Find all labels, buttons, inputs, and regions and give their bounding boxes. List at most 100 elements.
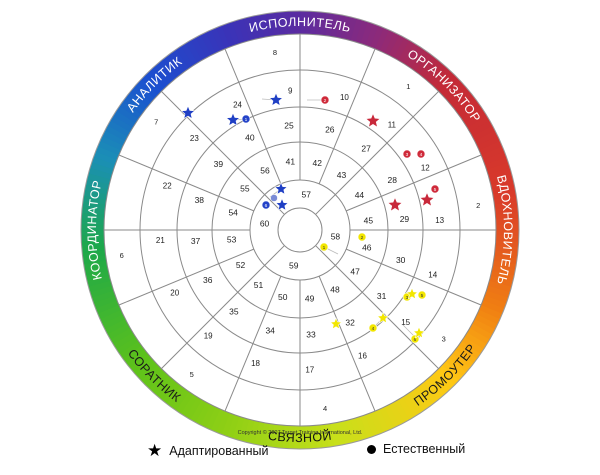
legend-natural: Естественный: [367, 442, 465, 456]
cell-number: 36: [203, 275, 213, 285]
cell-number: 43: [337, 170, 347, 180]
cell-number: 40: [245, 133, 255, 143]
cell-number: 32: [345, 317, 355, 327]
svg-text:3: 3: [406, 152, 409, 158]
cell-number: 55: [240, 183, 250, 193]
cell-number: 4: [323, 404, 327, 413]
cell-number: 14: [428, 270, 437, 279]
cell-number: 7: [154, 118, 158, 127]
cell-number: 20: [170, 288, 179, 297]
cell-number: 24: [233, 101, 242, 110]
adapted-star-marker: [274, 181, 288, 195]
cell-number: 49: [305, 293, 315, 303]
cell-number: 51: [254, 280, 264, 290]
svg-text:6: 6: [265, 203, 268, 209]
cell-number: 6: [120, 251, 124, 260]
cell-number: 23: [190, 134, 199, 143]
adapted-star-marker: [405, 287, 419, 300]
cell-number: 11: [388, 120, 397, 129]
cell-number: 47: [350, 267, 360, 277]
cell-number: 50: [278, 292, 288, 302]
cell-number: 35: [229, 307, 239, 317]
cell-number: 29: [400, 214, 410, 224]
cell-number: 48: [330, 284, 340, 294]
cell-number: 57: [302, 190, 312, 200]
dot-icon: [367, 444, 376, 454]
natural-dot-marker: 4: [368, 323, 378, 333]
cell-number: 52: [236, 260, 246, 270]
cell-number: 31: [377, 291, 387, 301]
cell-number: 9: [288, 86, 293, 95]
cell-number: 41: [286, 157, 296, 167]
svg-text:3: 3: [406, 295, 409, 301]
svg-text:1: 1: [323, 245, 326, 251]
adapted-star-marker: [275, 197, 289, 211]
sector-label: ВДОХНОВИТЕЛЬ: [494, 174, 515, 287]
svg-text:4: 4: [372, 326, 375, 332]
adapted-star-marker: [365, 112, 381, 128]
cell-number: 58: [331, 231, 341, 241]
cell-number: 59: [289, 260, 299, 270]
cell-number: 46: [362, 242, 372, 252]
color-rim: [80, 10, 520, 450]
legend: ★ Адаптированный Естественный: [0, 438, 600, 468]
natural-dot-marker: 5: [430, 184, 440, 194]
adapted-star-marker: [180, 105, 196, 120]
cell-number: 28: [388, 175, 398, 185]
natural-dot-marker: 1: [241, 114, 251, 124]
legend-natural-label: Естественный: [383, 442, 466, 456]
adapted-star-marker: [329, 317, 343, 330]
cell-number: 13: [435, 216, 444, 225]
adapted-star-marker: [376, 311, 390, 324]
legend-adapted: ★ Адаптированный: [147, 442, 268, 459]
natural-dot-marker: 4: [416, 149, 426, 159]
cell-number: 19: [204, 332, 213, 341]
cell-number: 18: [251, 359, 260, 368]
svg-text:1: 1: [245, 117, 248, 123]
adapted-star-marker: [412, 326, 426, 339]
natural-dot-marker: 3: [402, 149, 412, 159]
cell-number: 25: [284, 121, 294, 131]
copyright-text: Copyright © 2007 Target Training Interna…: [238, 429, 363, 436]
cell-numbers: 8123456791011121314151617181920212223242…: [120, 48, 481, 413]
adapted-star-marker: [268, 92, 284, 107]
cell-number: 39: [214, 159, 224, 169]
adapted-star-marker: [419, 191, 435, 207]
legend-adapted-label: Адаптированный: [169, 443, 269, 458]
svg-text:6: 6: [414, 337, 417, 343]
cell-number: 1: [406, 82, 410, 91]
cell-number: 34: [265, 326, 275, 336]
cell-number: 27: [361, 143, 371, 153]
cell-number: 3: [442, 334, 446, 343]
adapted-star-marker: [387, 196, 403, 212]
cell-number: 15: [401, 318, 410, 327]
cell-number: 26: [325, 124, 335, 134]
cell-number: 8: [273, 48, 277, 57]
svg-text:5: 5: [421, 293, 424, 299]
cell-number: 45: [364, 215, 374, 225]
natural-dot-marker: 6: [261, 200, 271, 210]
cell-number: 42: [313, 158, 323, 168]
cell-number: 5: [190, 370, 194, 379]
cell-number: 56: [260, 166, 270, 176]
cell-number: 16: [358, 351, 367, 360]
cell-number: 10: [340, 93, 349, 102]
cell-number: 22: [163, 182, 172, 191]
svg-text:2: 2: [361, 235, 364, 241]
natural-dot-marker: [270, 194, 278, 202]
svg-text:5: 5: [434, 187, 437, 193]
sector-label: КООРДИНАТОР: [85, 179, 105, 282]
cell-number: 30: [396, 255, 406, 265]
cell-number: 44: [355, 190, 365, 200]
wheel-grid: [103, 33, 497, 427]
cell-number: 33: [306, 329, 316, 339]
svg-text:2: 2: [324, 98, 327, 104]
sector-label: СВЯЗНОЙ: [267, 428, 332, 445]
natural-dot-marker: 5: [417, 290, 427, 300]
cell-number: 54: [228, 208, 238, 218]
adapted-star-marker: [225, 112, 241, 127]
sector-label: ИСПОЛНИТЕЛЬ: [248, 15, 353, 35]
cell-number: 17: [305, 366, 314, 375]
